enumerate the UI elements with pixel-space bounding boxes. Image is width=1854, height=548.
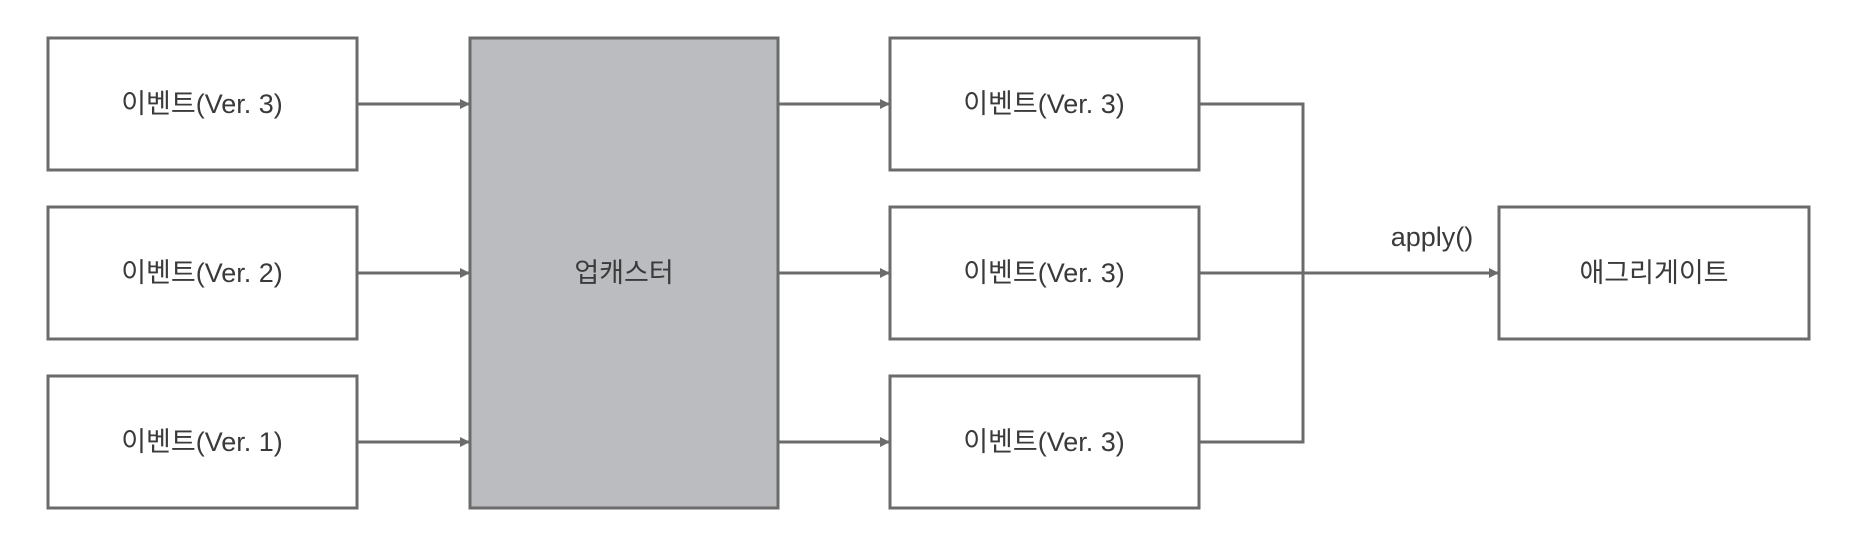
upcaster-box: 업캐스터	[468, 36, 780, 510]
input-event-label: 이벤트(Ver. 3)	[121, 89, 283, 119]
output-event-3: 이벤트(Ver. 3)	[888, 374, 1201, 510]
upcaster-label: 업캐스터	[574, 258, 673, 288]
output-event-1: 이벤트(Ver. 3)	[888, 36, 1201, 172]
output-event-label: 이벤트(Ver. 3)	[963, 89, 1125, 119]
input-event-label: 이벤트(Ver. 1)	[121, 427, 283, 457]
input-event-v2: 이벤트(Ver. 2)	[46, 205, 359, 341]
apply-label: apply()	[1391, 222, 1474, 252]
output-event-2: 이벤트(Ver. 3)	[888, 205, 1201, 341]
aggregate-box: 애그리게이트	[1497, 205, 1811, 341]
input-event-label: 이벤트(Ver. 2)	[121, 258, 283, 288]
output-event-label: 이벤트(Ver. 3)	[963, 258, 1125, 288]
output-event-label: 이벤트(Ver. 3)	[963, 427, 1125, 457]
input-event-v3: 이벤트(Ver. 3)	[46, 36, 359, 172]
aggregate-label: 애그리게이트	[1579, 258, 1728, 288]
input-event-v1: 이벤트(Ver. 1)	[46, 374, 359, 510]
